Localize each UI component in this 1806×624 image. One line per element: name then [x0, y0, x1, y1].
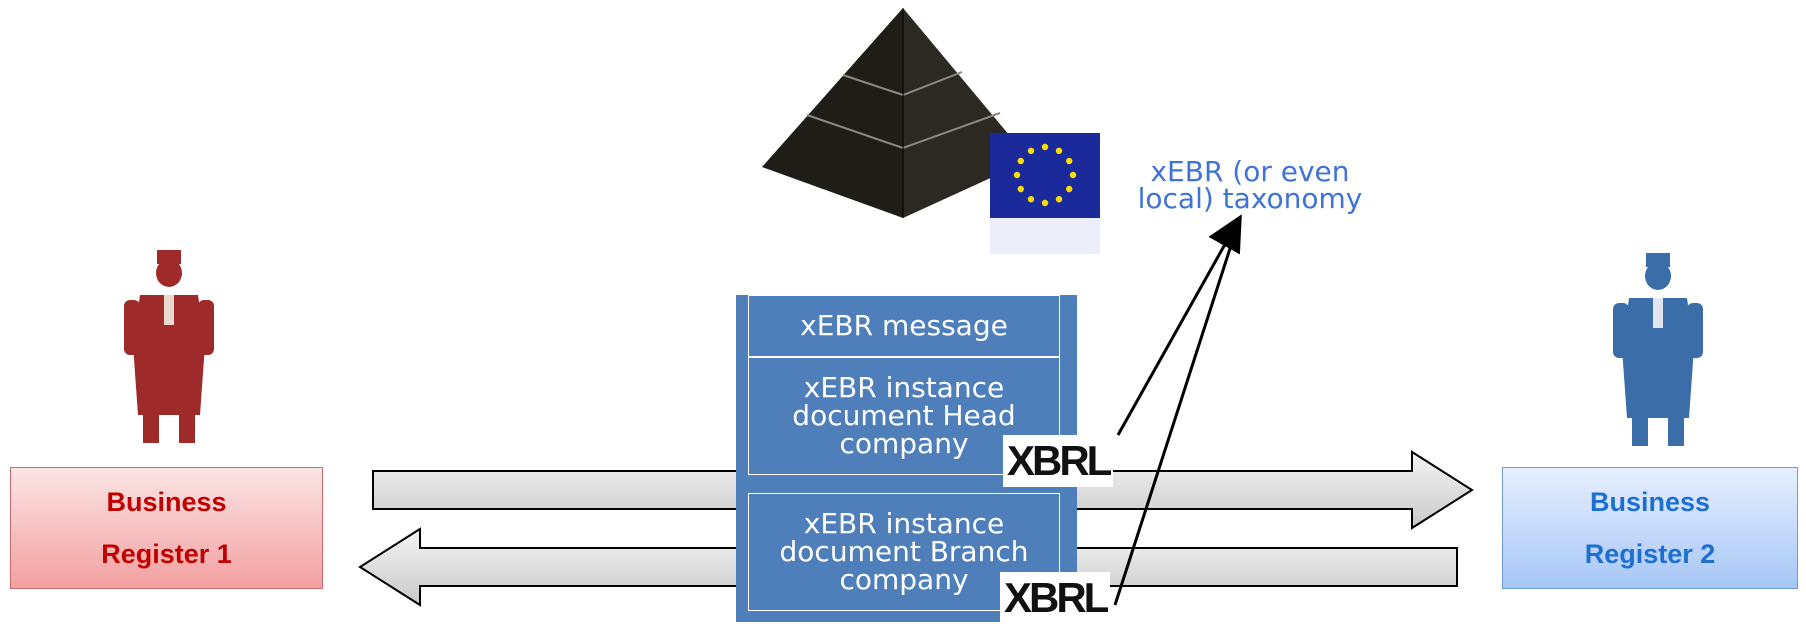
eu-star-icon — [1017, 157, 1024, 165]
business-register-1: Business Register 1 — [10, 467, 323, 589]
eu-star-icon — [1066, 185, 1073, 193]
eu-star-icon — [1017, 185, 1024, 193]
eu-flag-icon — [990, 133, 1100, 254]
register-2-line-1: Business — [1589, 487, 1711, 517]
eu-star-icon — [1013, 171, 1021, 179]
eu-star-icon — [1027, 147, 1035, 154]
registrar-figure-blue — [1613, 253, 1703, 446]
head-doc-line-2: document Head — [792, 399, 1016, 432]
eu-star-icon — [1041, 143, 1049, 151]
message-header-text: xEBR message — [800, 309, 1008, 342]
head-doc-line-1: xEBR instance — [803, 371, 1005, 404]
eu-star-icon — [1069, 171, 1077, 179]
eu-star-icon — [1041, 199, 1049, 207]
eu-star-icon — [1055, 196, 1063, 203]
taxonomy-label-line-1: xEBR (or even — [1150, 155, 1350, 188]
taxonomy-label-line-2: local) taxonomy — [1137, 182, 1363, 215]
register-1-line-2: Register 1 — [101, 539, 232, 569]
xebr-message-header: xEBR message — [748, 295, 1060, 357]
taxonomy-label: xEBR (or even local) taxonomy — [1120, 155, 1380, 215]
branch-company-document: xEBR instance document Branch company — [748, 493, 1060, 611]
register-1-line-1: Business — [106, 487, 227, 517]
eu-star-icon — [1055, 147, 1063, 154]
branch-doc-line-2: document Branch — [779, 535, 1029, 568]
pyramid-icon — [762, 8, 1030, 218]
register-2-line-2: Register 2 — [1584, 539, 1716, 569]
xbrl-logo-branch: XBRL — [1000, 572, 1111, 624]
xbrl-logo-head: XBRL — [1003, 435, 1114, 487]
head-doc-line-3: company — [839, 427, 969, 460]
branch-doc-line-1: xEBR instance — [803, 507, 1005, 540]
eu-star-icon — [1027, 196, 1035, 203]
registrar-figure-red — [124, 250, 214, 443]
head-company-document: xEBR instance document Head company — [748, 357, 1060, 475]
branch-doc-line-3: company — [839, 563, 969, 596]
business-register-2: Business Register 2 — [1502, 467, 1798, 589]
eu-star-icon — [1066, 157, 1073, 165]
